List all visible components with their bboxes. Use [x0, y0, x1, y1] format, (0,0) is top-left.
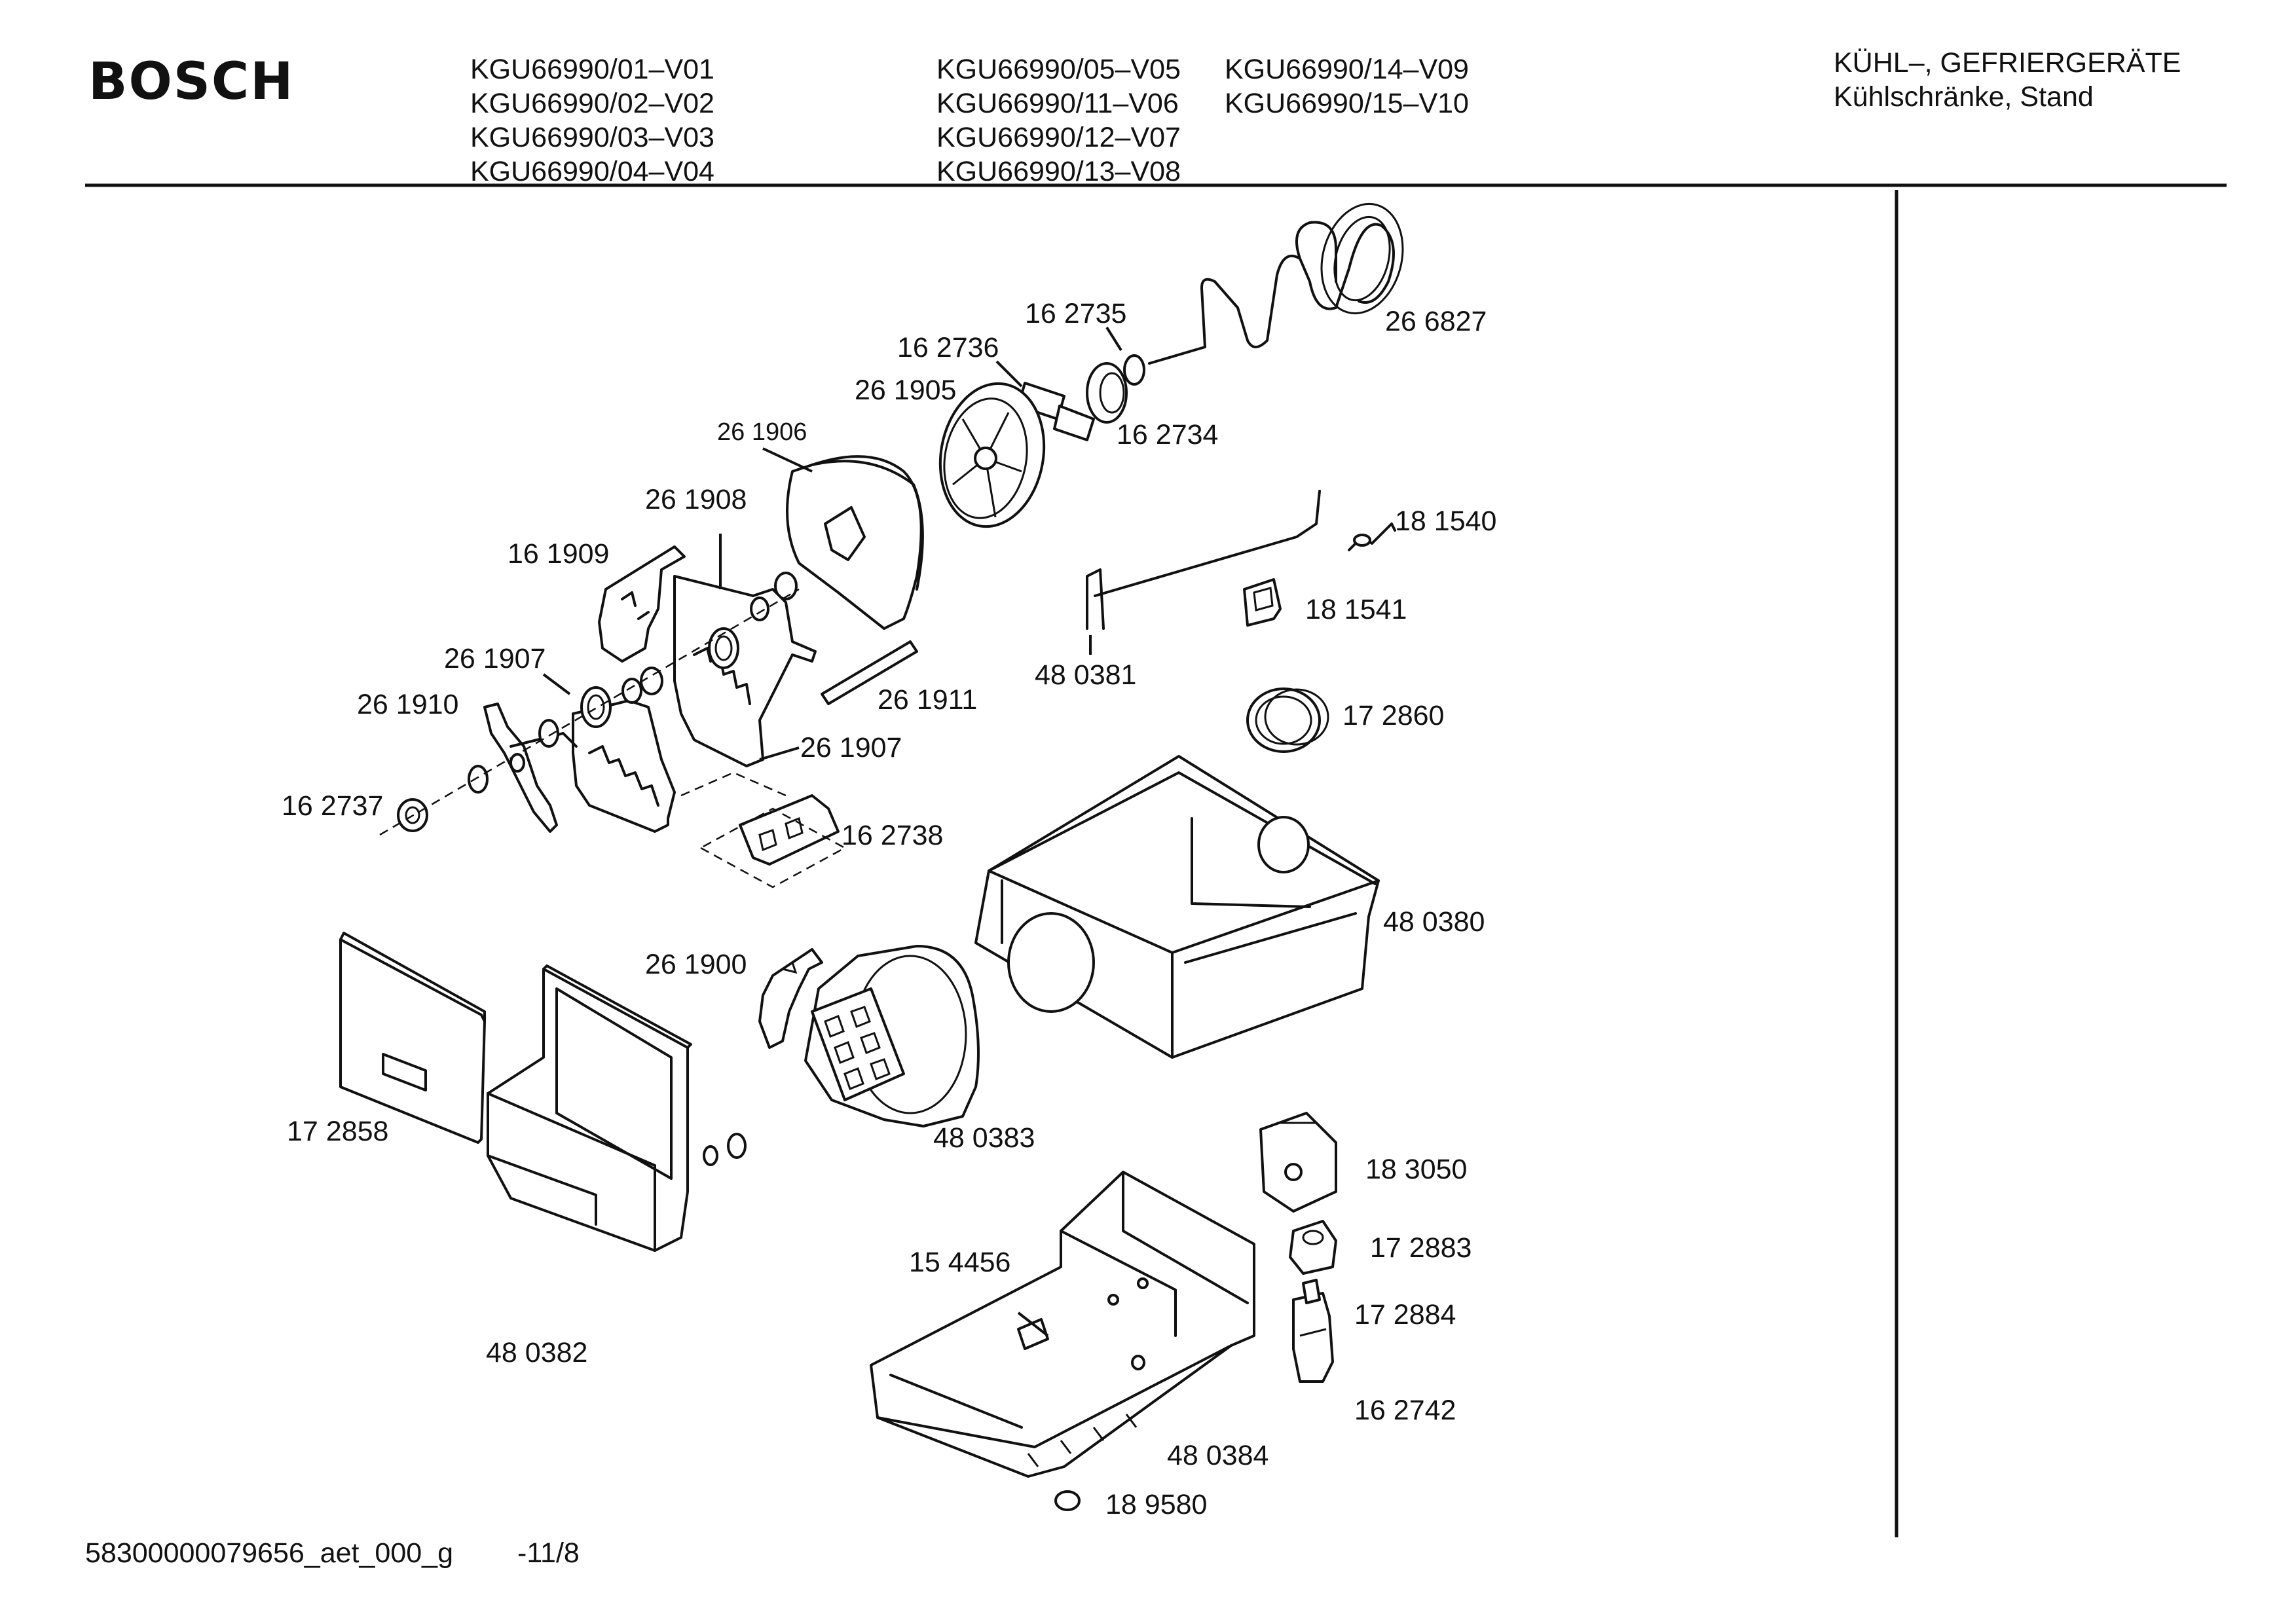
gear-plate-upper-drawing — [673, 575, 817, 767]
leader-lines — [542, 326, 1122, 1337]
model-number: KGU66990/13–V08 — [936, 156, 1181, 187]
clip-parts-drawing — [1017, 354, 1145, 441]
heater-coil-drawing — [1148, 202, 1404, 365]
part-number-labels: 16 2735 26 6827 16 2736 26 1905 16 2734 … — [282, 298, 1496, 1520]
part-number-label: 48 0380 — [1383, 906, 1485, 938]
part-number-label: 17 2858 — [287, 1116, 388, 1147]
bracket-drawing — [598, 545, 686, 663]
part-number-label: 17 2883 — [1370, 1232, 1472, 1264]
model-number: KGU66990/14–V09 — [1225, 54, 1469, 85]
part-number-label: 17 2884 — [1354, 1299, 1456, 1330]
fan-wheel-drawing — [938, 382, 1046, 528]
gear-plate-lower-drawing — [572, 667, 676, 833]
part-number-label: 48 0384 — [1167, 1440, 1268, 1471]
part-number-label: 16 2734 — [1117, 419, 1218, 450]
part-number-label: 18 9580 — [1105, 1489, 1207, 1520]
model-list-col2: KGU66990/05–V05 KGU66990/11–V06 KGU66990… — [936, 52, 1181, 189]
part-number-label: 26 1905 — [855, 375, 956, 406]
clip-housing-drawing — [680, 771, 847, 888]
rod-drawing — [821, 640, 918, 705]
part-number-label: 48 0381 — [1035, 659, 1136, 691]
part-number-label: 16 2738 — [842, 820, 943, 851]
brand-logo: BOSCH — [88, 52, 295, 111]
lever-drawing — [483, 703, 578, 833]
mount-bracket-drawing — [1243, 578, 1282, 627]
part-number-label: 18 3050 — [1365, 1154, 1467, 1185]
part-number-label: 18 1540 — [1395, 505, 1496, 537]
duct-clip-drawing — [758, 948, 823, 1049]
footer-doc-id: 58300000079656_aet_000_g — [85, 1537, 453, 1569]
part-number-label: 26 6827 — [1385, 306, 1487, 337]
part-number-label: 15 4456 — [909, 1247, 1010, 1278]
model-number: KGU66990/02–V02 — [470, 88, 714, 119]
part-number-label: 17 2860 — [1342, 700, 1444, 731]
storage-bin-drawing — [974, 755, 1380, 1059]
model-number: KGU66990/03–V03 — [470, 122, 714, 153]
drip-tray-drawing — [870, 1171, 1255, 1511]
part-number-label: 16 2735 — [1025, 298, 1126, 329]
auger-housing-drawing — [804, 945, 980, 1127]
switch-rod-drawing — [1086, 490, 1396, 630]
model-number: KGU66990/15–V10 — [1225, 88, 1469, 119]
part-number-label: 48 0383 — [933, 1122, 1035, 1154]
part-number-label: 26 1907 — [444, 643, 546, 674]
part-number-label: 16 1909 — [508, 538, 609, 570]
model-number: KGU66990/01–V01 — [470, 54, 714, 85]
footer-page-number: -11/8 — [517, 1537, 580, 1569]
front-cover-drawing — [339, 932, 486, 1144]
category-title: KÜHL–, GEFRIERGERÄTE — [1834, 47, 2181, 79]
part-number-label: 16 2737 — [282, 790, 383, 822]
axle-washers-drawing — [379, 588, 800, 836]
part-number-label: 26 1900 — [645, 949, 747, 980]
switch-drawing — [1292, 1279, 1334, 1383]
part-number-label: 26 1910 — [357, 689, 458, 720]
part-number-label: 26 1906 — [717, 418, 807, 446]
category-subtitle: Kühlschränke, Stand — [1834, 81, 2094, 113]
model-list-col1: KGU66990/01–V01 KGU66990/02–V02 KGU66990… — [470, 52, 714, 189]
fan-housing-drawing — [774, 455, 924, 630]
grommet-ring-drawing — [1246, 687, 1329, 753]
model-list-col3: KGU66990/14–V09 KGU66990/15–V10 — [1225, 52, 1469, 120]
part-number-label: 26 1907 — [800, 732, 902, 763]
motor-drawing — [1259, 1112, 1337, 1213]
model-number: KGU66990/12–V07 — [936, 122, 1181, 153]
model-number: KGU66990/11–V06 — [936, 88, 1179, 119]
part-number-label: 16 2742 — [1354, 1395, 1456, 1426]
model-number: KGU66990/04–V04 — [470, 156, 714, 187]
part-number-label: 26 1911 — [878, 684, 977, 716]
solenoid-drawing — [1289, 1220, 1337, 1275]
part-number-label: 16 2736 — [897, 332, 999, 363]
model-number: KGU66990/05–V05 — [936, 54, 1181, 85]
dispenser-frame-drawing — [487, 964, 747, 1252]
product-category: KÜHL–, GEFRIERGERÄTE Kühlschränke, Stand — [1834, 46, 2181, 114]
part-number-label: 18 1541 — [1305, 594, 1407, 625]
part-number-label: 26 1908 — [645, 484, 747, 515]
part-number-label: 48 0382 — [486, 1337, 587, 1368]
